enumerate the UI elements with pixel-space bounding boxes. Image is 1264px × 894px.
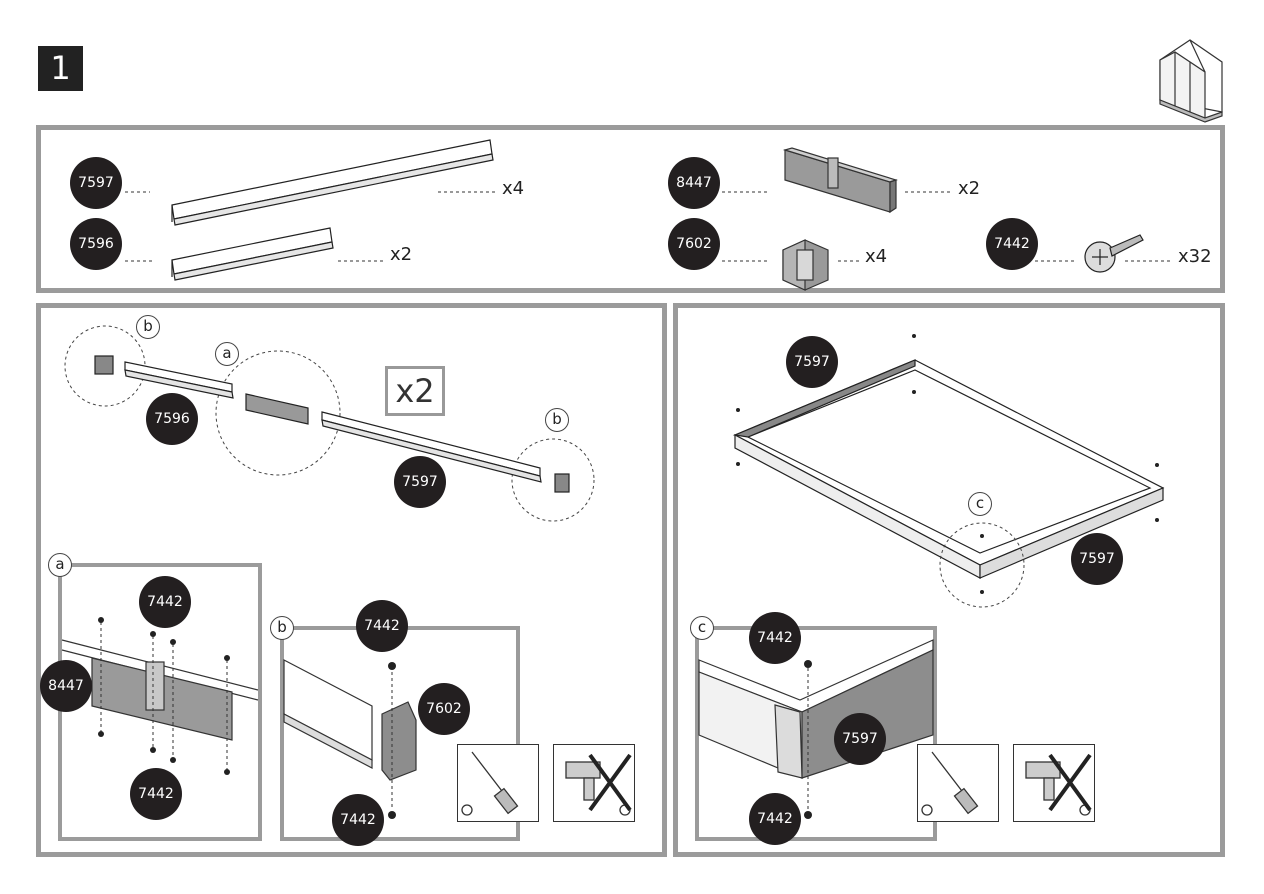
- detail-c-rail-badge: 7597: [834, 713, 886, 765]
- part-7597-badge: 7597: [70, 157, 122, 209]
- detail-a-bracket-badge: 8447: [40, 660, 92, 712]
- detail-b-corner-badge: 7602: [418, 683, 470, 735]
- callout-b-left: b: [136, 315, 160, 339]
- rail-7596-badge: 7596: [146, 393, 198, 445]
- detail-c-letter: c: [690, 616, 714, 640]
- detail-a-screw-top-badge: 7442: [139, 576, 191, 628]
- screw-7442-drawing: [1084, 234, 1144, 273]
- part-8447-badge: 8447: [668, 157, 720, 209]
- detail-c-panel: [695, 626, 937, 841]
- part-7596-qty: x2: [390, 244, 413, 265]
- part-7442-qty: x32: [1178, 246, 1212, 267]
- detail-b-screw-bottom-badge: 7442: [332, 794, 384, 846]
- cross-icon: [588, 753, 632, 812]
- corner-7602-drawing: [782, 239, 829, 291]
- screwdriver-allowed-box-right: [917, 744, 999, 822]
- screwdriver-allowed-box-left: [457, 744, 539, 822]
- detail-c-screw-top-badge: 7442: [749, 612, 801, 664]
- frame-7597-right-badge: 7597: [1071, 533, 1123, 585]
- rail-7597-drawing: [171, 139, 494, 226]
- repeat-x2-box: x2: [385, 366, 445, 416]
- screwdriver-icon: [461, 751, 519, 816]
- parts-list-panel: [36, 125, 1225, 293]
- detail-b-letter: b: [270, 616, 294, 640]
- part-8447-qty: x2: [958, 178, 981, 199]
- detail-c-screw-bottom-badge: 7442: [749, 793, 801, 845]
- part-7597-qty: x4: [502, 178, 525, 199]
- step-number: 1: [38, 46, 83, 91]
- callout-b-right: b: [545, 408, 569, 432]
- part-7602-badge: 7602: [668, 218, 720, 270]
- rail-7597-badge: 7597: [394, 456, 446, 508]
- cross-icon: [1048, 753, 1092, 812]
- callout-c: c: [968, 492, 992, 516]
- callout-a: a: [215, 342, 239, 366]
- assembly-frame-panel: [673, 303, 1225, 857]
- detail-a-screw-bottom-badge: 7442: [130, 768, 182, 820]
- drill-not-allowed-box-right: [1013, 744, 1095, 822]
- screwdriver-icon: [921, 751, 979, 816]
- connector-8447-drawing: [782, 147, 898, 214]
- detail-b-screw-top-badge: 7442: [356, 600, 408, 652]
- part-7596-badge: 7596: [70, 218, 122, 270]
- part-7602-qty: x4: [865, 246, 888, 267]
- rail-7596-drawing: [171, 227, 334, 281]
- part-7442-badge: 7442: [986, 218, 1038, 270]
- frame-7597-top-badge: 7597: [786, 336, 838, 388]
- assembly-rail-panel: [36, 303, 667, 857]
- detail-a-letter: a: [48, 553, 72, 577]
